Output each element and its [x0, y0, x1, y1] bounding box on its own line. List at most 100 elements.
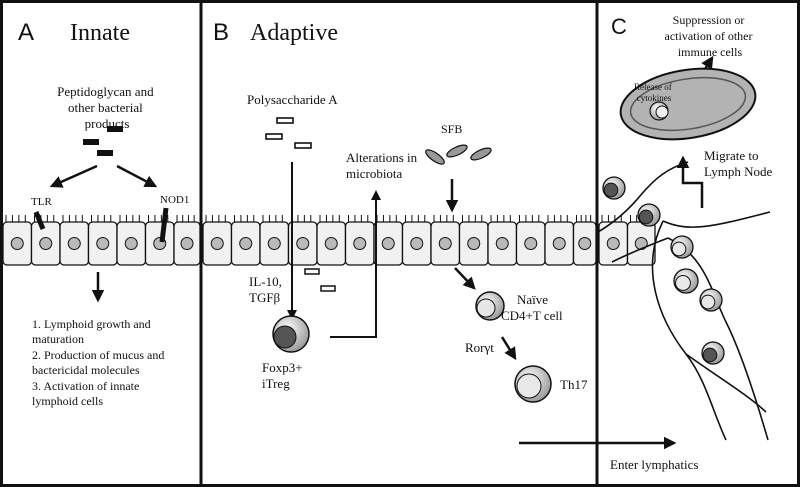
cell-nucleus	[410, 237, 424, 250]
cell-nucleus	[638, 209, 654, 225]
bacterial-product	[107, 126, 123, 132]
th17-cell	[514, 365, 552, 403]
microvilli	[176, 215, 195, 222]
microvilli	[205, 215, 226, 222]
rorgt-label: Rorγt	[465, 340, 494, 355]
nod1-label: NOD1	[160, 194, 189, 206]
cell-nucleus	[495, 237, 509, 250]
arrow-to-th17	[500, 336, 517, 361]
panel-adaptive: B Adaptive Polysaccharide A IL-10, TGFβ …	[213, 19, 698, 472]
cytokine-molecule	[320, 285, 336, 292]
sfb-bacterium	[446, 144, 468, 158]
microvilli	[348, 215, 369, 222]
panel-a-title: Innate	[70, 20, 130, 46]
microvilli	[547, 215, 568, 222]
cell-nucleus	[96, 237, 110, 250]
tlr-receptor	[33, 211, 46, 230]
naive-label: Naïve CD4+T cell	[501, 292, 563, 323]
panel-a-letter: A	[18, 19, 34, 46]
psa-molecule	[276, 117, 294, 124]
ligands-label: Peptidoglycan and other bacterial produc…	[57, 84, 157, 131]
cell-nucleus	[10, 237, 24, 250]
microvilli	[234, 215, 255, 222]
suppression-label: Suppression or activation of other immun…	[665, 13, 756, 59]
cell-nucleus	[67, 237, 81, 250]
lymph-node	[619, 67, 757, 141]
bacterial-product	[97, 150, 113, 156]
microvilli	[462, 215, 483, 222]
microvilli	[490, 215, 511, 222]
cell-nucleus	[210, 237, 224, 250]
migrate-label: Migrate to Lymph Node	[704, 148, 772, 179]
epithelium	[2, 215, 656, 266]
cell-nucleus	[324, 237, 338, 250]
cell-nucleus	[702, 347, 718, 363]
microvilli	[62, 215, 83, 222]
panel-lymph: C Suppression or activation of other imm…	[597, 13, 772, 441]
treg-to-microbiota-arrow	[330, 190, 381, 338]
cell-nucleus	[700, 294, 716, 310]
cell-nucleus	[603, 182, 619, 198]
cell-nucleus	[675, 275, 691, 291]
cell-nucleus	[552, 237, 566, 250]
lymphatic-vessel	[597, 161, 771, 441]
panel-c-letter: C	[611, 14, 627, 39]
outcomes-list: 1. Lymphoid growth and maturation 2. Pro…	[32, 317, 167, 408]
microvilli	[119, 215, 140, 222]
microvilli	[319, 215, 340, 222]
arrow-to-naive	[454, 267, 476, 290]
microvilli	[262, 215, 283, 222]
panel-innate: A Innate Peptidoglycan and other bacteri…	[18, 19, 189, 408]
cell-nucleus	[467, 237, 481, 250]
sfb-bacterium	[470, 147, 492, 161]
microvilli	[433, 215, 454, 222]
bacterial-product	[83, 139, 99, 145]
cell-nucleus	[671, 241, 687, 257]
cell-nucleus	[39, 237, 53, 250]
il10-label: IL-10, TGFβ	[249, 274, 285, 305]
psa-molecule	[294, 142, 312, 149]
tlr-label: TLR	[31, 196, 52, 208]
microvilli	[601, 215, 622, 222]
cell-nucleus	[578, 237, 592, 250]
cell-nucleus	[180, 237, 194, 250]
microvilli	[148, 215, 169, 222]
microvilli	[519, 215, 540, 222]
cell-nucleus	[296, 237, 310, 250]
microvilli	[291, 215, 312, 222]
microvilli	[630, 215, 650, 222]
psa-label: Polysaccharide A	[247, 92, 338, 107]
cell-nucleus	[438, 237, 452, 250]
cell-nucleus	[524, 237, 538, 250]
panel-b-letter: B	[213, 19, 229, 46]
release-label: Release of cytokines	[634, 82, 674, 103]
cell-nucleus	[381, 237, 395, 250]
th17-label: Th17	[560, 377, 588, 392]
migrate-arrow	[676, 155, 704, 208]
naive-t-cell	[475, 291, 505, 321]
lymphatics-label: Enter lymphatics	[610, 457, 698, 472]
microvilli	[576, 215, 592, 222]
microbiota-label: Alterations in microbiota	[346, 150, 420, 181]
cell-nucleus	[606, 237, 620, 250]
treg-label: Foxp3+ iTreg	[262, 360, 306, 391]
microvilli	[405, 215, 426, 222]
cytokine-molecule	[304, 268, 320, 275]
cell-nucleus	[353, 237, 367, 250]
arrow-to-tlr	[49, 164, 98, 188]
microvilli	[91, 215, 112, 222]
cell-nucleus	[267, 237, 281, 250]
microvilli	[5, 215, 26, 222]
arrow-to-nod1	[116, 164, 158, 188]
panel-b-title: Adaptive	[250, 20, 338, 46]
nod1-receptor	[159, 207, 169, 243]
psa-molecule	[265, 133, 283, 140]
sfb-bacterium	[425, 149, 445, 165]
cell-nucleus	[124, 237, 138, 250]
sfb-label: SFB	[441, 122, 462, 136]
treg-cell	[272, 315, 310, 353]
migrating-cells	[602, 176, 725, 365]
cell-nucleus	[239, 237, 253, 250]
microvilli	[376, 215, 397, 222]
